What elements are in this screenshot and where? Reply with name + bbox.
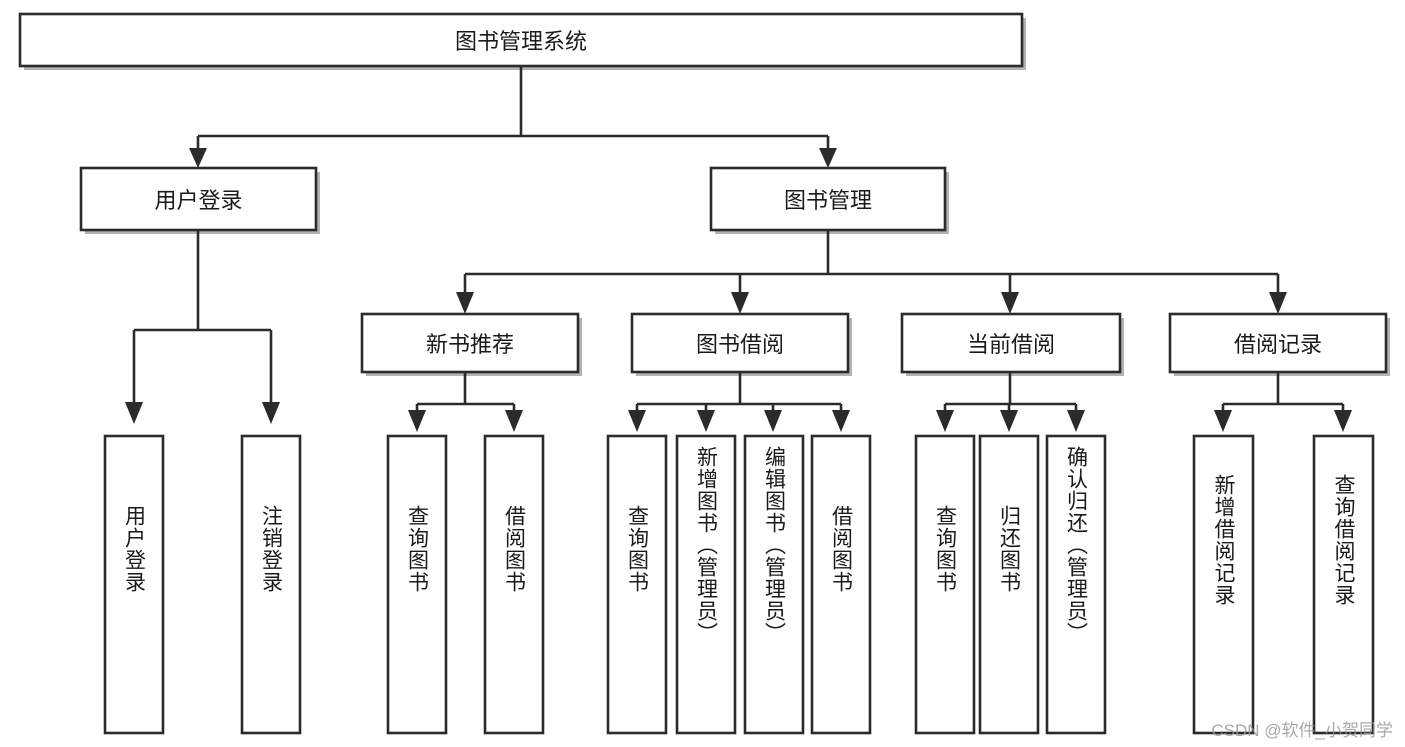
node-book-management[interactable] [709, 166, 949, 234]
node-user-login[interactable] [79, 166, 320, 234]
node-current-borrow[interactable] [900, 312, 1124, 376]
node-leaf-confirm-return-admin[interactable] [1045, 434, 1107, 735]
arrow-head-userlogin-1 [125, 402, 143, 424]
arrow-head-level2-2 [819, 148, 837, 168]
arrow-head-level2-1 [189, 148, 207, 168]
arrow-head-level3-4 [1269, 292, 1287, 314]
node-leaf-borrow-book-recommend[interactable] [483, 434, 545, 735]
node-leaf-edit-book-admin[interactable] [743, 434, 805, 735]
node-leaf-query-book-borrow[interactable] [606, 434, 668, 735]
arrow-head-borrow-1 [628, 410, 646, 432]
arrow-head-current-3 [1067, 410, 1085, 432]
node-leaf-add-borrow-record[interactable] [1192, 434, 1255, 735]
arrow-head-level3-3 [1001, 292, 1019, 314]
arrow-head-record-2 [1334, 410, 1352, 432]
node-leaf-query-book-current[interactable] [914, 434, 976, 735]
node-leaf-logout[interactable] [240, 434, 302, 735]
node-leaf-return-book[interactable] [978, 434, 1040, 735]
arrow-head-current-2 [1000, 410, 1018, 432]
arrow-head-level3-1 [456, 292, 474, 314]
node-leaf-add-book-admin[interactable] [675, 434, 737, 735]
node-borrow-record[interactable] [1168, 312, 1390, 376]
node-leaf-query-borrow-record[interactable] [1312, 434, 1375, 735]
arrow-head-borrow-4 [832, 410, 850, 432]
node-leaf-borrow-book[interactable] [810, 434, 872, 735]
node-leaf-user-login[interactable] [103, 434, 165, 735]
arrow-head-borrow-3 [764, 410, 782, 432]
arrow-head-recommend-2 [505, 410, 523, 432]
node-root[interactable] [18, 12, 1026, 70]
node-new-book-recommend[interactable] [360, 312, 582, 376]
arrow-head-borrow-2 [697, 410, 715, 432]
node-book-borrow[interactable] [630, 312, 852, 376]
node-leaf-query-book-recommend[interactable] [386, 434, 448, 735]
arrow-head-record-1 [1214, 410, 1232, 432]
arrow-head-level3-2 [731, 292, 749, 314]
arrow-head-current-1 [936, 410, 954, 432]
arrow-head-userlogin-2 [262, 402, 280, 424]
arrow-head-recommend-1 [408, 410, 426, 432]
